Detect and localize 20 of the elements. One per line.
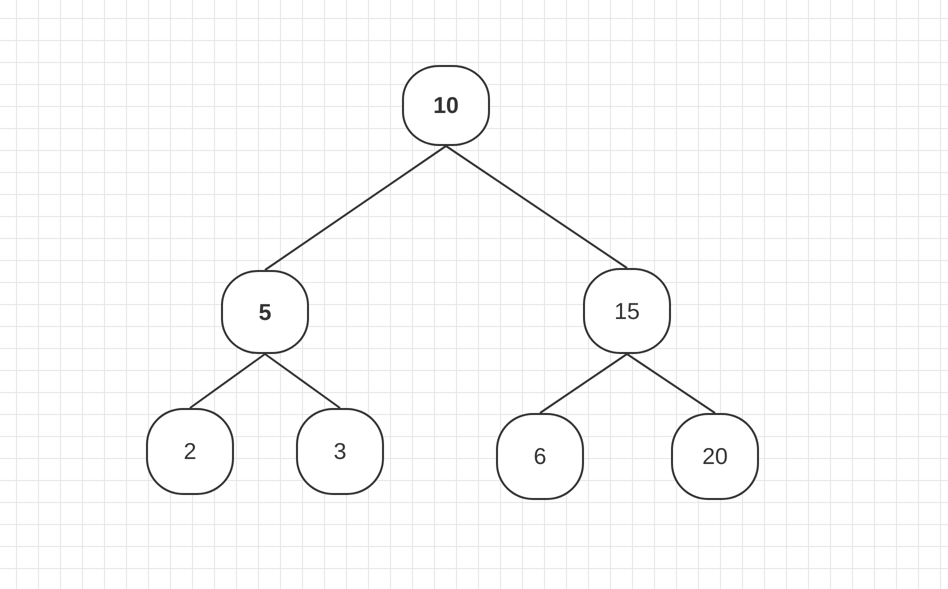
node-value: 20 (702, 443, 728, 470)
tree-edge (189, 353, 266, 409)
tree-node (221, 270, 309, 354)
node-value: 5 (258, 298, 272, 326)
tree-node (296, 408, 384, 495)
node-value: 10 (433, 92, 459, 119)
tree-node (496, 413, 584, 500)
tree-node (402, 65, 490, 146)
tree-edge (264, 145, 447, 271)
tree-edge (626, 353, 716, 414)
tree-node (583, 268, 671, 354)
tree-node (671, 413, 759, 500)
tree-edge (445, 145, 628, 269)
node-value: 2 (184, 438, 196, 465)
tree-node (146, 408, 234, 495)
node-value: 15 (614, 298, 640, 324)
node-value: 3 (334, 438, 346, 465)
tree-edge (539, 353, 628, 414)
node-value: 6 (534, 443, 546, 470)
tree-edge (264, 353, 341, 409)
